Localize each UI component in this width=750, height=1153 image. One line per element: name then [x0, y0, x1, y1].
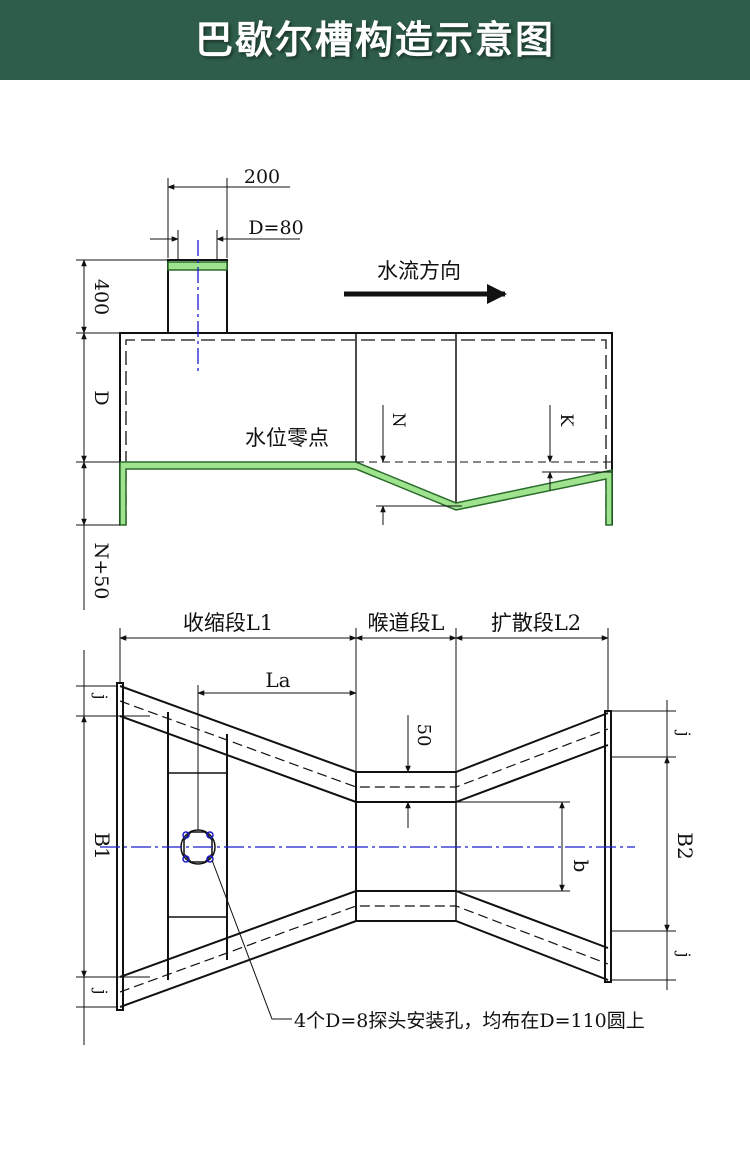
plan-view: [76, 628, 676, 1045]
flume-outer-wall: [119, 332, 613, 525]
top-wall-outer: [119, 685, 609, 773]
dim-j-bottom-right-label: j: [673, 950, 693, 957]
dim-b1-label: B1: [90, 832, 114, 859]
section-l-label: 喉道段L: [368, 611, 445, 635]
probe-note-label: 4个D=8探头安装孔，均布在D=110圆上: [294, 1010, 645, 1032]
dim-K-label: K: [556, 414, 576, 427]
page-title: 巴歇尔槽构造示意图: [194, 18, 555, 62]
probe-hole-4: [206, 855, 214, 863]
probe-hole-2: [206, 831, 214, 839]
dim-j-top-left-label: j: [90, 692, 110, 699]
section-l1-label: 收缩段L1: [183, 611, 273, 635]
dim-N-label: N: [388, 413, 408, 428]
top-wall-dash: [119, 700, 609, 788]
dim-200-label: 200: [244, 166, 280, 188]
bottom-wall-inner: [119, 890, 609, 978]
probe-hole-1: [182, 831, 190, 839]
dim-d80-label: D=80: [248, 217, 303, 239]
water-zero-label: 水位零点: [245, 426, 329, 450]
top-wall-inner: [119, 715, 609, 803]
elevation-view: [76, 178, 613, 610]
probe-leader-line: [211, 859, 292, 1020]
dim-j-bottom-left-label: j: [90, 987, 110, 994]
dim-50-label: 50: [413, 724, 434, 747]
flow-direction-label: 水流方向: [377, 259, 461, 283]
header-banner: 巴歇尔槽构造示意图: [0, 0, 750, 80]
probe-hole-3: [182, 855, 190, 863]
bottom-wall-outer: [119, 920, 609, 1008]
section-l2-label: 扩散段L2: [491, 611, 581, 635]
dim-N50-label: N+50: [90, 543, 112, 600]
dim-400-label: 400: [90, 279, 112, 315]
dim-D-label: D: [90, 390, 112, 405]
dim-b2-label: B2: [673, 832, 697, 859]
floor-liner: [119, 461, 613, 526]
dim-la-label: La: [265, 668, 290, 692]
bottom-wall-dash: [119, 905, 609, 993]
dim-b-label: b: [569, 860, 593, 873]
dim-j-top-right-label: j: [673, 729, 693, 736]
flume-inner-wall: [125, 339, 607, 525]
